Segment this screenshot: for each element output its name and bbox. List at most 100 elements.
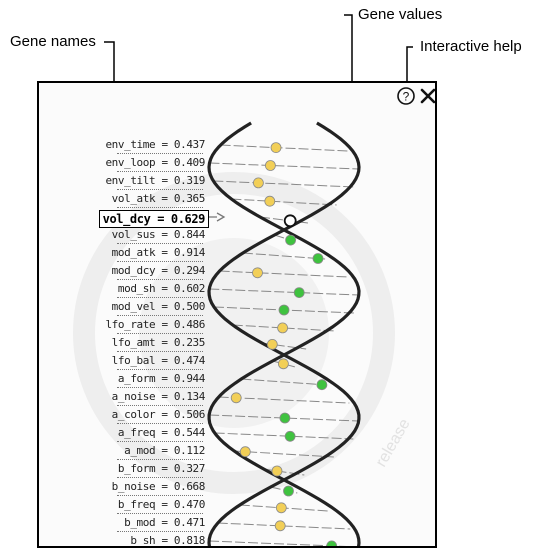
question-circle-icon[interactable]: ? [396, 86, 416, 106]
helix-strand-b [207, 121, 361, 546]
gene-rung [209, 288, 359, 296]
gene-value-dot[interactable] [279, 412, 291, 424]
gene-value-dot[interactable] [252, 177, 264, 189]
gene-name-label[interactable]: b_noise = 0.668 [65, 480, 207, 496]
gene-name-text: a_mod = 0.112 [124, 444, 205, 457]
gene-rung [219, 270, 349, 278]
gene-name-text: mod_dcy = 0.294 [111, 264, 206, 277]
gene-value-dot[interactable] [264, 160, 276, 171]
gene-value-dot[interactable] [275, 502, 287, 514]
gene-underline [117, 369, 203, 370]
gene-value-dot[interactable] [316, 379, 328, 391]
gene-value-dot[interactable] [277, 358, 289, 370]
gene-value-dot[interactable] [266, 338, 278, 350]
gene-value-dot[interactable] [284, 430, 296, 442]
gene-name-label[interactable]: vol_dcy = 0.629 [98, 210, 209, 228]
gene-name-text: env_tilt = 0.319 [105, 174, 205, 187]
gene-name-label[interactable]: a_freq = 0.544 [65, 426, 207, 442]
gene-value-dot[interactable] [274, 520, 286, 532]
gene-value-dot[interactable] [285, 234, 297, 246]
gene-underline [117, 477, 203, 478]
gene-value-dot[interactable] [326, 540, 338, 548]
gene-underline [117, 207, 203, 208]
gene-name-label[interactable]: b_mod = 0.471 [65, 516, 207, 532]
gene-name-label[interactable]: b_sh = 0.818 [65, 534, 207, 547]
gene-rung [220, 144, 348, 152]
gene-underline [117, 531, 203, 532]
gene-underline [117, 459, 203, 460]
gene-underline [117, 315, 203, 316]
gene-name-text: lfo_amt = 0.235 [111, 336, 206, 349]
gene-rung [232, 324, 336, 332]
gene-name-text: lfo_rate = 0.486 [105, 318, 205, 331]
gene-name-text: b_freq = 0.470 [117, 498, 206, 511]
gene-name-label[interactable]: vol_atk = 0.365 [65, 192, 207, 208]
gene-underline [117, 423, 203, 424]
gene-name-label[interactable]: vol_sus = 0.844 [65, 228, 207, 244]
gene-value-dot[interactable] [293, 287, 305, 299]
gene-underline [117, 297, 203, 298]
gene-name-text: b_form = 0.327 [117, 462, 206, 475]
bg-disc [139, 238, 329, 428]
gene-underline [117, 261, 203, 262]
gene-name-label[interactable]: a_noise = 0.134 [65, 390, 207, 406]
gene-underline [117, 243, 203, 244]
gene-name-label[interactable]: mod_dcy = 0.294 [65, 264, 207, 280]
gene-rung [241, 378, 327, 386]
gene-name-label[interactable]: a_color = 0.506 [65, 408, 207, 424]
gene-rung [272, 360, 296, 368]
gene-value-dot[interactable] [230, 392, 242, 404]
gene-value-dot[interactable] [277, 322, 289, 334]
gene-name-text: a_color = 0.506 [111, 408, 206, 421]
gene-underline [117, 171, 203, 172]
gene-underline [117, 513, 203, 514]
gene-underline [117, 279, 203, 280]
gene-name-label[interactable]: b_form = 0.327 [65, 462, 207, 478]
bg-ring [73, 172, 395, 494]
gene-value-dot[interactable] [278, 304, 290, 316]
gene-name-label[interactable]: lfo_rate = 0.486 [65, 318, 207, 334]
gene-name-text: mod_vel = 0.500 [111, 300, 206, 313]
gene-name-text: b_mod = 0.471 [124, 516, 205, 529]
gene-values-callout: Gene values [358, 6, 443, 23]
gene-name-text: mod_sh = 0.602 [117, 282, 206, 295]
gene-name-label[interactable]: lfo_bal = 0.474 [65, 354, 207, 370]
gene-name-label[interactable]: a_mod = 0.112 [65, 444, 207, 460]
gene-rung [234, 450, 334, 458]
gene-name-text: b_noise = 0.668 [111, 480, 206, 493]
gene-value-dot[interactable] [270, 142, 282, 153]
gene-underline [117, 153, 203, 154]
close-icon[interactable] [418, 86, 435, 106]
gene-name-text: env_loop = 0.409 [105, 156, 205, 169]
gene-value-dot[interactable] [239, 446, 251, 458]
gene-name-label[interactable]: mod_atk = 0.914 [65, 246, 207, 262]
gene-name-label[interactable]: env_time = 0.437 [65, 138, 207, 154]
gene-name-text: b_sh = 0.818 [130, 534, 205, 547]
gene-underline [117, 405, 203, 406]
gene-rung [213, 180, 355, 188]
gene-name-label[interactable]: b_freq = 0.470 [65, 498, 207, 514]
gene-name-label[interactable]: a_form = 0.944 [65, 372, 207, 388]
gene-name-text: vol_atk = 0.365 [111, 192, 206, 205]
gene-value-dot[interactable] [264, 195, 276, 207]
gene-name-label[interactable]: lfo_amt = 0.235 [65, 336, 207, 352]
gene-underline [117, 495, 203, 496]
interactive-help-callout: Interactive help [420, 38, 522, 55]
selected-arrow-head [216, 212, 226, 222]
gene-name-label[interactable]: env_loop = 0.409 [65, 156, 207, 172]
gene-value-dot[interactable] [283, 214, 297, 228]
gene-underline [117, 441, 203, 442]
gene-name-label[interactable]: mod_sh = 0.602 [65, 282, 207, 298]
gene-name-text: env_time = 0.437 [105, 138, 205, 151]
gene-underline [117, 333, 203, 334]
gene-name-label[interactable]: mod_vel = 0.500 [65, 300, 207, 316]
svg-text:?: ? [403, 90, 410, 104]
gene-value-dot[interactable] [312, 253, 324, 264]
gene-name-label[interactable]: env_tilt = 0.319 [65, 174, 207, 190]
gene-name-text: a_noise = 0.134 [111, 390, 206, 403]
gene-names-callout: Gene names [10, 33, 96, 50]
gene-value-dot[interactable] [271, 465, 283, 477]
gene-value-dot[interactable] [283, 485, 294, 497]
gene-value-dot[interactable] [252, 267, 263, 279]
